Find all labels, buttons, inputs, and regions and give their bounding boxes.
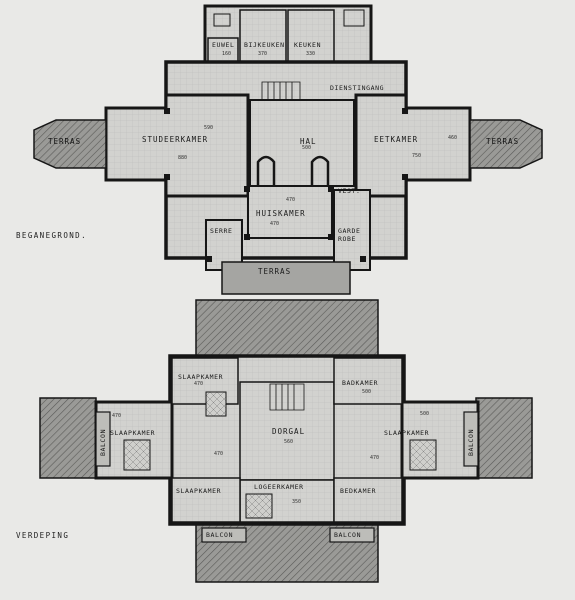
dimension-label: 470	[270, 221, 280, 227]
label-logeerkamer: LOGEERKAMER	[254, 483, 304, 491]
balcon-left	[95, 411, 111, 467]
dimension-label: 160	[222, 51, 232, 57]
ground-floor-plan	[33, 4, 543, 295]
keuken-room	[287, 9, 335, 67]
hal-stair	[261, 81, 301, 101]
dimension-label: 470	[370, 455, 380, 461]
dimension-label: 500	[362, 389, 372, 395]
hal-room	[249, 99, 355, 187]
label-slaapkamer-bl: SLAAPKAMER	[176, 487, 222, 495]
caption-upper-floor: VERDEPING	[16, 531, 70, 540]
bed-top-left	[205, 391, 227, 417]
label-slaapkamer-tl: SLAAPKAMER	[178, 373, 224, 381]
dimension-label: 350	[292, 499, 302, 505]
dimension-label: 560	[284, 439, 294, 445]
cupboard-detail	[213, 13, 231, 27]
dimension-label: 750	[412, 153, 422, 159]
huiskamer-room	[247, 185, 333, 239]
bedkamer-room	[333, 477, 403, 523]
wall-pillars	[164, 108, 408, 262]
terras-bottom	[221, 261, 351, 295]
label-balcon-left: BALCON	[99, 428, 107, 456]
bijkeuken-room	[239, 9, 287, 67]
label-eetkamer: EETKAMER	[374, 135, 419, 144]
dimension-label: 590	[204, 125, 214, 131]
dimension-label: 500	[302, 145, 312, 151]
label-balcon-bottom-right: BALCON	[334, 531, 362, 539]
stair-detail	[343, 9, 365, 27]
studeerkamer-wing	[104, 93, 250, 198]
balcon-right	[463, 411, 479, 467]
label-balcon-bottom-left: BALCON	[206, 531, 234, 539]
label-keuken: KEUKEN	[294, 41, 322, 49]
dimension-label: 460	[448, 135, 458, 141]
balcon-bottom-left	[201, 527, 247, 543]
slaapkamer-tl-room	[171, 357, 239, 405]
label-badkamer: BADKAMER	[342, 379, 379, 387]
hal-arch-left	[256, 155, 276, 186]
label-slaapkamer-r: SLAAPKAMER	[384, 429, 430, 437]
bed-bottom-left	[245, 493, 273, 519]
label-garderobe-2: ROBE	[338, 235, 357, 243]
doorgang-room	[239, 381, 335, 481]
dimension-label: 500	[420, 411, 430, 417]
label-bedkamer: BEDKAMER	[340, 487, 377, 495]
label-doorgang: DORGAL	[272, 427, 306, 436]
balcon-bottom-right	[329, 527, 375, 543]
dimension-label: 470	[112, 413, 122, 419]
caption-ground-floor: BEGANEGROND.	[16, 231, 87, 240]
upper-floor-plan	[39, 299, 533, 583]
label-studeerkamer: STUDEERKAMER	[142, 135, 209, 144]
label-euwel: EUWEL	[212, 41, 235, 49]
label-terras-right: TERRAS	[486, 137, 520, 146]
upper-stair	[269, 383, 305, 411]
roof-left	[39, 397, 97, 479]
label-garderobe-1: GARDE	[338, 227, 361, 235]
label-terras-left: TERRAS	[48, 137, 82, 146]
label-slaapkamer-l: SLAAPKAMER	[110, 429, 156, 437]
label-dienstingang: DIENSTINGANG	[330, 84, 385, 92]
label-terras-bottom: TERRAS	[258, 267, 292, 276]
bed-right	[409, 439, 437, 471]
hal-arch-right	[310, 155, 330, 186]
dimension-label: 880	[178, 155, 188, 161]
label-serre: SERRE	[210, 227, 233, 235]
label-bijkeuken: BIJKEUKEN	[244, 41, 285, 49]
dimension-label: 370	[258, 51, 268, 57]
label-vest: VEST.	[338, 187, 361, 195]
terras-right	[469, 119, 543, 169]
dimension-label: 470	[214, 451, 224, 457]
slaapkamer-bl-room	[171, 477, 241, 523]
label-balcon-right: BALCON	[467, 428, 475, 456]
label-hal: HAL	[300, 137, 317, 146]
badkamer-room	[333, 357, 403, 405]
dimension-label: 330	[306, 51, 316, 57]
dimension-label: 470	[286, 197, 296, 203]
roof-right	[475, 397, 533, 479]
bed-left	[123, 439, 151, 471]
eetkamer-wing	[354, 93, 472, 198]
terras-left	[33, 119, 107, 169]
label-huiskamer: HUISKAMER	[256, 209, 306, 218]
dimension-label: 470	[194, 381, 204, 387]
